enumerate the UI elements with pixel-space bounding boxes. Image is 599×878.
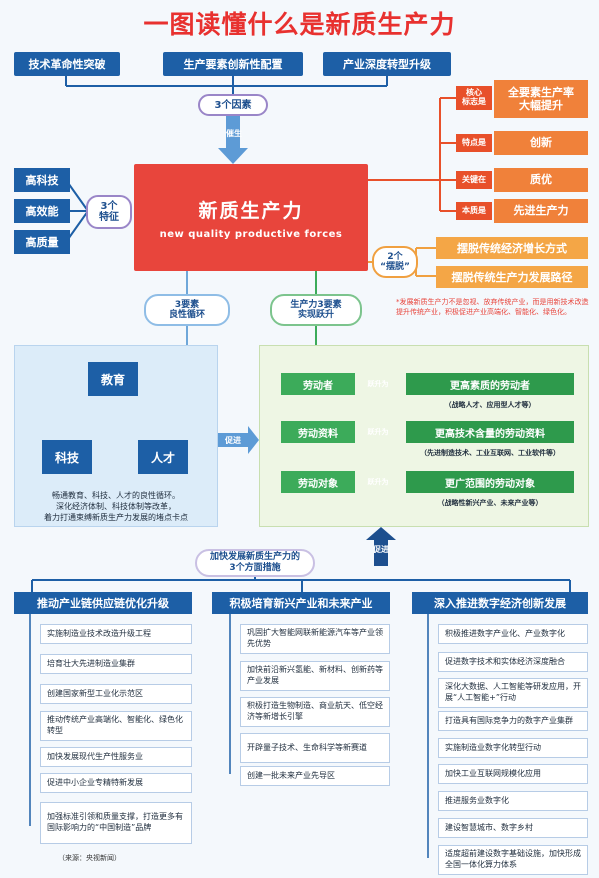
factor-box: 产业深度转型升级 (323, 52, 451, 76)
measure-item: 实施制造业数字化转型行动 (438, 738, 588, 758)
cycle-text-line: 着力打通束缚新质生产力发展的堵点卡点 (44, 513, 188, 523)
pair-value: 质优 (494, 168, 588, 192)
features-label-line: 3个 (100, 201, 118, 212)
pair-tag-line: 核心 (466, 88, 482, 98)
measure-item: 积极打造生物制造、商业航天、低空经济等新增长引擎 (240, 697, 390, 727)
measure-item: 促进数字技术和实体经济深度融合 (438, 652, 588, 672)
measures-label-line: 加快发展新质生产力的 (209, 552, 300, 563)
measure-item: 促进中小企业专精特新发展 (40, 773, 192, 793)
pair-tag: 关键在 (456, 171, 492, 189)
measure-column-title: 积极培育新兴产业和未来产业 (212, 592, 390, 614)
leap-arrow-label: 跃升为 (367, 478, 389, 486)
leap-sub: （战略人才、应用型人才等） (444, 401, 536, 409)
pair-tag: 本质是 (456, 202, 492, 220)
leap-arrow-label: 跃升为 (367, 428, 389, 436)
measure-item: 创建国家新型工业化示范区 (40, 684, 192, 704)
measure-column-title: 深入推进数字经济创新发展 (412, 592, 588, 614)
note-text: *发展新质生产力不是忽视、放弃传统产业，而是用新技术改造提升传统产业，积极促进产… (396, 298, 589, 316)
measure-item: 加强标准引领和质量支撑，打造更多有国际影响力的“中国制造”品牌 (40, 802, 192, 844)
measure-item: 推动传统产业高端化、智能化、绿色化转型 (40, 711, 192, 741)
pair-value-line: 全要素生产率 (508, 85, 574, 99)
feature-box: 高科技 (14, 168, 70, 192)
promote-label: 促进 (225, 435, 241, 445)
measure-column-title: 推动产业链供应链优化升级 (14, 592, 192, 614)
factor-box: 生产要素创新性配置 (163, 52, 303, 76)
breakaway-item: 摆脱传统生产力发展路径 (436, 266, 588, 288)
cycle-text-line: 畅通教育、科技、人才的良性循环。 (52, 491, 180, 500)
cycle-node-education: 教育 (88, 362, 138, 396)
measure-item: 深化大数据、人工智能等研发应用，开展“人工智能+”行动 (438, 678, 588, 708)
factor-box: 技术革命性突破 (14, 52, 120, 76)
core-title: 新质生产力 (198, 199, 304, 222)
pair-value: 创新 (494, 131, 588, 155)
core-box: 新质生产力 new quality productive forces (134, 164, 368, 271)
measure-item: 开辟量子技术、生命科学等新赛道 (240, 733, 390, 763)
measure-item: 适度超前建设数字基础设施，加快形成全国一体化算力体系 (438, 845, 588, 875)
breakaway-label: 2个 “摆脱” (372, 246, 418, 278)
leap-label: 生产力3要素 实现跃升 (270, 294, 362, 326)
cycle-node-talent: 人才 (138, 440, 188, 474)
leap-to: 更高素质的劳动者 (406, 373, 574, 395)
feature-box: 高质量 (14, 230, 70, 254)
breakaway-item: 摆脱传统经济增长方式 (436, 237, 588, 259)
measure-item: 实施制造业技术改造升级工程 (40, 624, 192, 644)
pair-tag: 特点是 (456, 134, 492, 152)
measure-item: 积极推进数字产业化、产业数字化 (438, 624, 588, 644)
leap-to: 更广范围的劳动对象 (406, 471, 574, 493)
core-english: new quality productive forces (159, 228, 343, 240)
features-label: 3个 特征 (86, 195, 132, 229)
measure-item: 推进服务业数字化 (438, 791, 588, 811)
pair-tag-line: 标志是 (462, 97, 486, 106)
breakaway-label-line: “摆脱” (380, 262, 410, 272)
cycle-node-technology: 科技 (42, 440, 92, 474)
leap-from: 劳动者 (281, 373, 355, 395)
pair-tag: 核心 标志是 (456, 86, 492, 110)
measure-item: 创建一批未来产业先导区 (240, 766, 390, 786)
leap-to: 更高技术含量的劳动资料 (406, 421, 574, 443)
cycle-text-line: 深化经济体制、科技体制等改革， (56, 502, 176, 512)
measure-item: 加快发展现代生产性服务业 (40, 747, 192, 767)
leap-sub: （先进制造技术、工业互联网、工业软件等） (420, 449, 560, 457)
cycle-label: 3要素 良性循环 (144, 294, 230, 326)
breakaway-label-line: 2个 (387, 251, 403, 262)
factors-label: 3个因素 (198, 94, 268, 116)
cycle-label-line: 良性循环 (168, 310, 205, 320)
leap-from: 劳动对象 (281, 471, 355, 493)
feature-box: 高效能 (14, 199, 70, 223)
cycle-label-line: 3要素 (174, 299, 200, 310)
produce-label: 催生 (226, 128, 242, 138)
features-label-line: 特征 (99, 212, 119, 223)
cycle-description: 畅通教育、科技、人才的良性循环。 深化经济体制、科技体制等改革， 着力打通束缚新… (14, 490, 218, 524)
measure-item: 建设智慧城市、数字乡村 (438, 818, 588, 838)
measure-item: 加快前沿新兴氢能、新材料、创新药等产业发展 (240, 661, 390, 691)
page-title: 一图读懂什么是新质生产力 (143, 10, 456, 39)
leap-arrow-label: 跃升为 (367, 380, 389, 388)
measures-label: 加快发展新质生产力的 3个方面措施 (195, 549, 315, 577)
leap-label-line: 生产力3要素 (290, 299, 342, 310)
promote-label: 促进 (373, 544, 389, 554)
pair-value-line: 大幅提升 (519, 99, 563, 112)
leap-label-line: 实现跃升 (297, 310, 334, 320)
measure-item: 巩固扩大智能网联新能源汽车等产业领先优势 (240, 624, 390, 654)
source-note: （来源：央视新闻） (58, 854, 121, 862)
leap-from: 劳动资料 (281, 421, 355, 443)
pair-value: 全要素生产率 大幅提升 (494, 80, 588, 118)
measure-item: 培育壮大先进制造业集群 (40, 654, 192, 674)
measures-label-line: 3个方面措施 (229, 563, 281, 573)
leap-sub: （战略性新兴产业、未来产业等） (437, 499, 543, 507)
measure-item: 加快工业互联网规模化应用 (438, 764, 588, 784)
pair-value: 先进生产力 (494, 199, 588, 223)
measure-item: 打造具有国际竞争力的数字产业集群 (438, 711, 588, 731)
